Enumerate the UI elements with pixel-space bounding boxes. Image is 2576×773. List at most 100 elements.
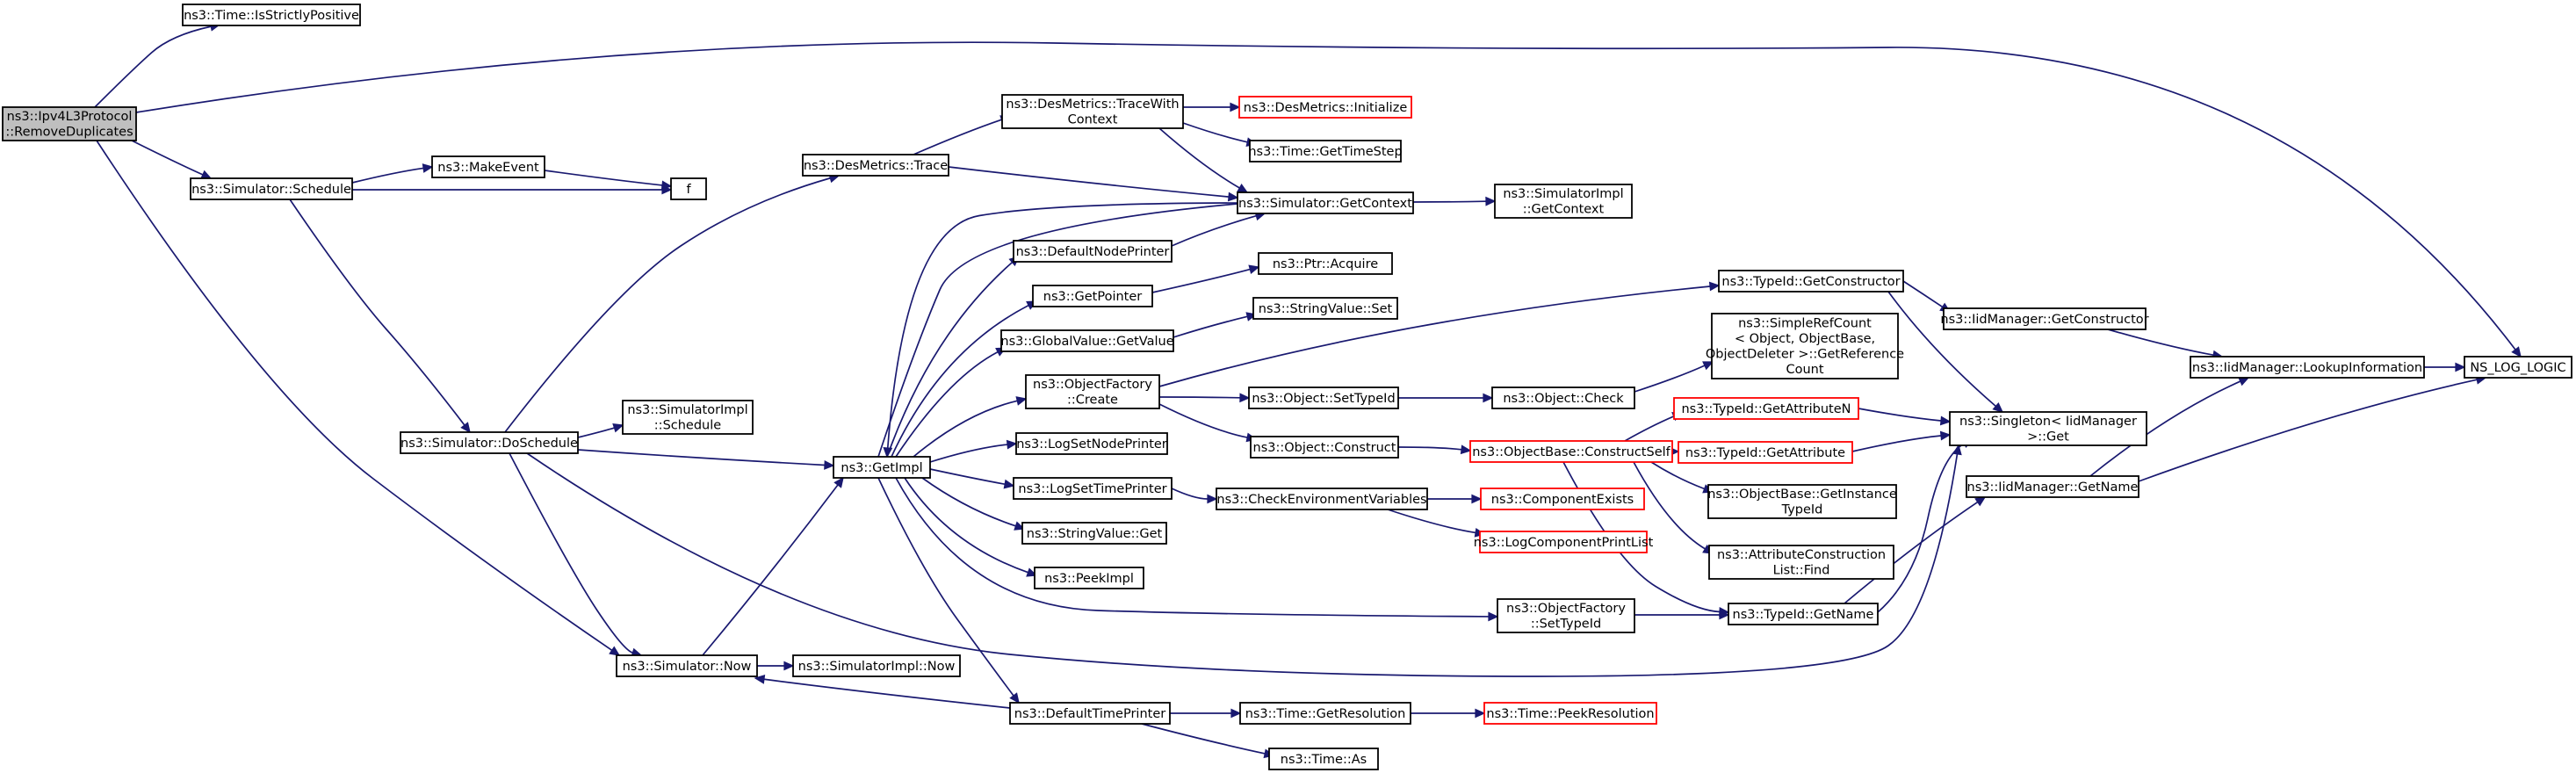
call-edge xyxy=(1151,264,1260,293)
node-label: ns3::LogComponentPrintList xyxy=(1474,536,1654,550)
node-lookupInfo[interactable]: ns3::IidManager::LookupInformation xyxy=(2190,356,2425,379)
node-root[interactable]: ns3::Ipv4L3Protocol::RemoveDuplicates xyxy=(2,106,137,141)
node-logSetTimePrinter[interactable]: ns3::LogSetTimePrinter xyxy=(1013,477,1173,500)
call-edge xyxy=(1158,281,1721,387)
arrowhead xyxy=(1974,496,1987,507)
arrowhead xyxy=(460,422,471,434)
node-typeIdGetName[interactable]: ns3::TypeId::GetName xyxy=(1728,603,1879,625)
node-defaultNodePrinter[interactable]: ns3::DefaultNodePrinter xyxy=(1013,240,1173,263)
node-objCheck[interactable]: ns3::Object::Check xyxy=(1491,386,1635,409)
node-label: f xyxy=(686,183,691,197)
call-edges xyxy=(94,21,2522,759)
call-edge xyxy=(891,300,1038,458)
node-getContext[interactable]: ns3::Simulator::GetContext xyxy=(1237,191,1414,214)
node-makeEvent[interactable]: ns3::MakeEvent xyxy=(431,155,545,178)
node-label: ns3::Simulator::Schedule xyxy=(191,183,351,197)
node-desTrace[interactable]: ns3::DesMetrics::Trace xyxy=(802,154,949,177)
node-box xyxy=(1707,484,1897,519)
node-iidGetName[interactable]: ns3::IidManager::GetName xyxy=(1966,475,2139,498)
call-edge xyxy=(135,41,2522,358)
node-componentExists[interactable]: ns3::ComponentExists xyxy=(1480,488,1645,510)
arrowhead xyxy=(660,180,673,191)
node-label: ns3::IidManager::LookupInformation xyxy=(2192,361,2422,375)
node-label: List::Find xyxy=(1773,564,1830,578)
node-doSchedule[interactable]: ns3::Simulator::DoSchedule xyxy=(400,431,579,454)
call-edge xyxy=(577,423,624,438)
arrowhead xyxy=(422,163,434,173)
arrowhead xyxy=(1483,393,1494,403)
node-label: ns3::Ptr::Acquire xyxy=(1273,257,1378,271)
node-box xyxy=(833,456,931,479)
node-constructSelf[interactable]: ns3::ObjectBase::ConstructSelf xyxy=(1469,440,1673,463)
node-getAttribute[interactable]: ns3::TypeId::GetAttribute xyxy=(1678,441,1853,464)
call-edge xyxy=(1141,723,1275,759)
node-box xyxy=(431,155,545,178)
node-box xyxy=(1494,184,1633,219)
node-objFactorySetTypeId[interactable]: ns3::ObjectFactory::SetTypeId xyxy=(1497,598,1635,633)
node-logSetNodePrinter[interactable]: ns3::LogSetNodePrinter xyxy=(1015,432,1168,455)
node-label: ns3::ObjectBase::GetInstance xyxy=(1707,488,1897,502)
arrowhead xyxy=(1702,361,1714,371)
call-edge xyxy=(131,140,213,179)
call-edge xyxy=(1412,196,1497,206)
node-defaultTimePrinter[interactable]: ns3::DefaultTimePrinter xyxy=(1009,702,1171,725)
node-box xyxy=(1238,96,1412,119)
node-typeIdGetConstructor[interactable]: ns3::TypeId::GetConstructor xyxy=(1718,270,1904,293)
node-timePeekResolution[interactable]: ns3::Time::PeekResolution xyxy=(1483,702,1657,725)
node-desInit[interactable]: ns3::DesMetrics::Initialize xyxy=(1238,96,1412,119)
node-getTimeStep[interactable]: ns3::Time::GetTimeStep xyxy=(1248,140,1403,163)
node-schedule[interactable]: ns3::Simulator::Schedule xyxy=(190,177,353,200)
node-getPointer[interactable]: ns3::GetPointer xyxy=(1032,285,1153,307)
node-simImplSchedule[interactable]: ns3::SimulatorImpl::Schedule xyxy=(622,400,754,435)
node-box xyxy=(1013,477,1173,500)
node-globalGetValue[interactable]: ns3::GlobalValue::GetValue xyxy=(1000,329,1174,352)
node-label: ::RemoveDuplicates xyxy=(5,126,133,140)
node-timeGetResolution[interactable]: ns3::Time::GetResolution xyxy=(1239,702,1411,725)
node-stringValueSet[interactable]: ns3::StringValue::Set xyxy=(1252,297,1398,320)
node-nsLogLogic[interactable]: NS_LOG_LOGIC xyxy=(2464,356,2572,379)
call-edge xyxy=(1887,291,2004,413)
node-getImpl[interactable]: ns3::GetImpl xyxy=(833,456,931,479)
node-box xyxy=(670,177,707,200)
node-box xyxy=(2,106,137,141)
node-box xyxy=(622,400,754,435)
node-label: ns3::Time::PeekResolution xyxy=(1486,707,1654,721)
node-checkEnv[interactable]: ns3::CheckEnvironmentVariables xyxy=(1216,488,1428,510)
arrowhead xyxy=(1006,439,1018,450)
node-box xyxy=(1708,545,1894,580)
node-iidGetConstructor[interactable]: ns3::IidManager::GetConstructor xyxy=(1940,307,2149,330)
node-simImplGetContext[interactable]: ns3::SimulatorImpl::GetContext xyxy=(1494,184,1633,219)
node-box xyxy=(1480,488,1645,510)
node-singletonGet[interactable]: ns3::Singleton< IidManager >::Get xyxy=(1949,411,2147,446)
node-label: ns3::SimulatorImpl::Now xyxy=(798,660,956,674)
arrowhead xyxy=(783,661,795,671)
node-isStrictlyPositive[interactable]: ns3::Time::IsStrictlyPositive xyxy=(182,4,361,26)
node-box xyxy=(1711,313,1899,379)
node-f[interactable]: f xyxy=(670,177,707,200)
call-edge xyxy=(1398,393,1494,403)
call-edge xyxy=(504,173,841,433)
node-label: ns3::MakeEvent xyxy=(437,161,539,175)
node-logComponentPrintList[interactable]: ns3::LogComponentPrintList xyxy=(1474,531,1654,553)
node-timeAs[interactable]: ns3::Time::As xyxy=(1268,748,1379,770)
call-edge xyxy=(1650,461,1714,494)
call-edge xyxy=(1158,127,1249,193)
node-objFactoryCreate[interactable]: ns3::ObjectFactory::Create xyxy=(1025,374,1160,409)
node-simImplNow[interactable]: ns3::SimulatorImpl::Now xyxy=(792,654,961,677)
node-simpleRefCount[interactable]: ns3::SimpleRefCount< Object, ObjectBase,… xyxy=(1706,313,1904,379)
call-edge xyxy=(2138,375,2487,482)
node-label: ns3::Time::As xyxy=(1281,753,1367,767)
node-now[interactable]: ns3::Simulator::Now xyxy=(616,654,758,677)
call-edge xyxy=(948,166,1239,202)
node-stringValueGet[interactable]: ns3::StringValue::Get xyxy=(1021,522,1167,545)
node-objConstruct[interactable]: ns3::Object::Construct xyxy=(1250,436,1399,459)
node-label: NS_LOG_LOGIC xyxy=(2470,361,2565,375)
node-peekImpl[interactable]: ns3::PeekImpl xyxy=(1034,567,1144,589)
node-label: ns3::IidManager::GetConstructor xyxy=(1940,313,2148,327)
node-getAttributeN[interactable]: ns3::TypeId::GetAttributeN xyxy=(1673,397,1859,420)
node-objSetTypeId[interactable]: ns3::Object::SetTypeId xyxy=(1248,386,1399,409)
node-ptrAcquire[interactable]: ns3::Ptr::Acquire xyxy=(1258,252,1393,275)
